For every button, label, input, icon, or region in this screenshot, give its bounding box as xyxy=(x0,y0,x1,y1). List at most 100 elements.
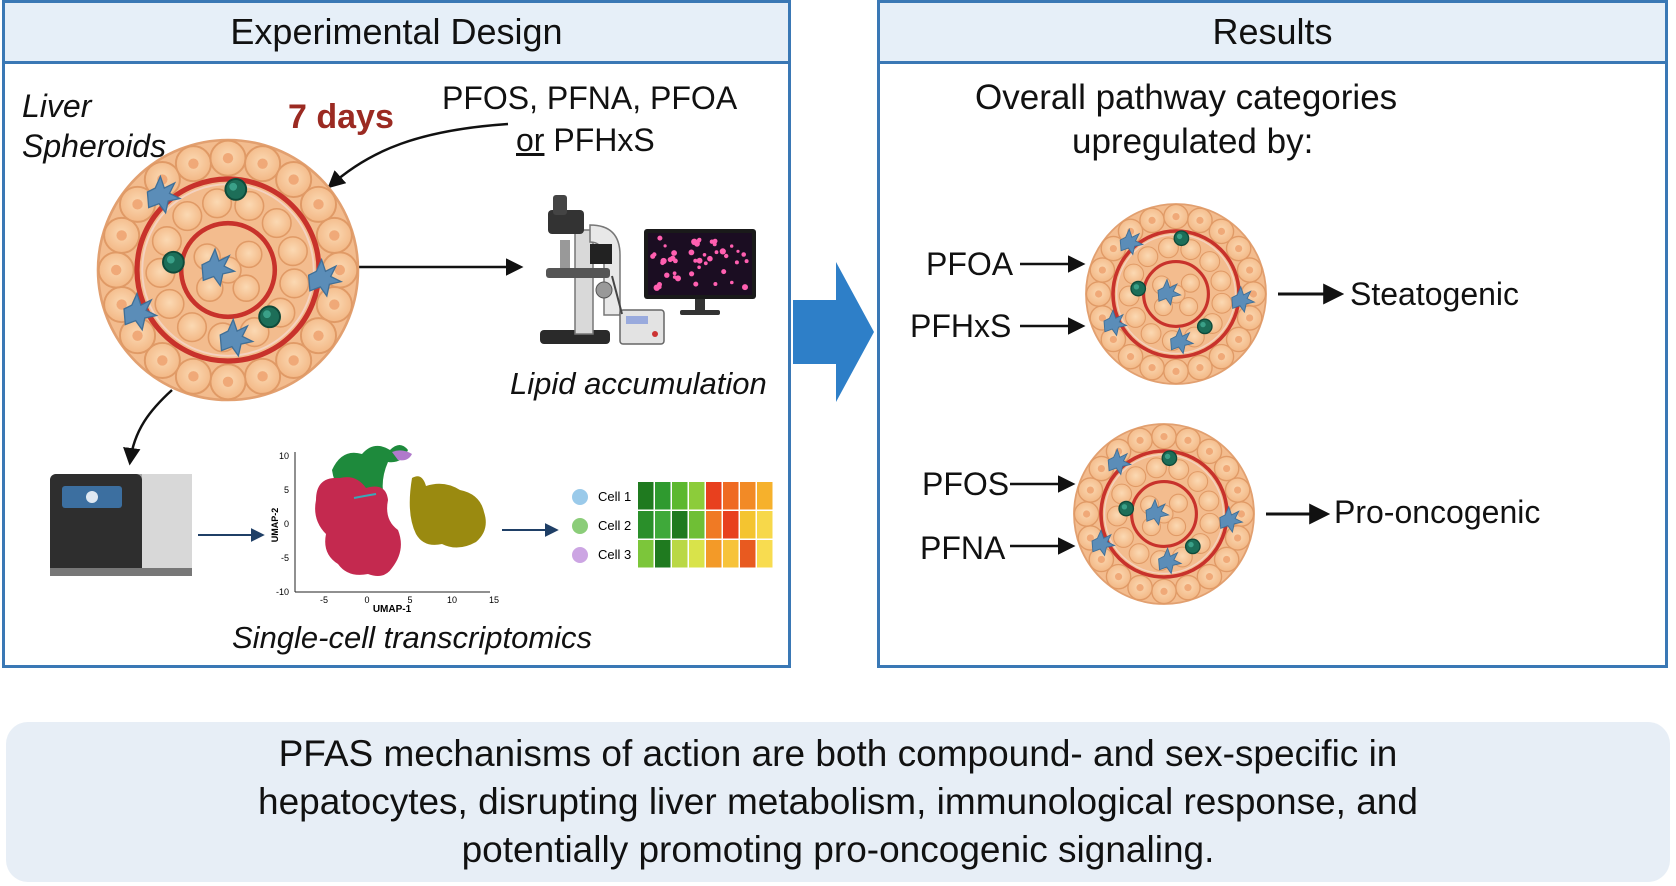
heatmap-row-label: Cell 1 xyxy=(598,489,631,504)
lipid-droplet xyxy=(660,260,665,266)
umap-xtick: 10 xyxy=(447,595,457,605)
heatmap-legend: Cell 1 Cell 2 Cell 3 xyxy=(572,489,631,563)
heatmap-cell xyxy=(723,540,739,568)
heatmap-cell xyxy=(706,511,722,539)
pathway-heading-line1: Overall pathway categories xyxy=(975,78,1398,117)
liver-label: Liver xyxy=(22,88,92,124)
monitor-icon xyxy=(644,229,756,315)
summary-line-3: potentially promoting pro-oncogenic sign… xyxy=(461,829,1215,870)
lipid-droplet xyxy=(675,275,681,282)
kupffer-cell xyxy=(1107,447,1133,476)
or-underlined: or xyxy=(516,122,545,158)
umap-xtick: -5 xyxy=(320,595,328,605)
compound-pfos: PFOS xyxy=(922,466,1010,502)
kupffer-cell xyxy=(1158,546,1183,575)
to-sequencer-arrow xyxy=(123,389,173,466)
lipid-droplet xyxy=(663,244,667,248)
kupffer-cell xyxy=(146,174,182,215)
lipid-droplet xyxy=(724,253,729,259)
lipid-droplet xyxy=(719,248,726,255)
kupffer-cell xyxy=(201,247,237,288)
lipid-droplet xyxy=(650,253,656,259)
umap-cluster-olive xyxy=(409,476,486,548)
heatmap-row-label: Cell 2 xyxy=(598,518,631,533)
umap-ytick: 0 xyxy=(284,519,289,529)
lipid-droplet xyxy=(670,255,676,261)
umap-ytick: -5 xyxy=(281,553,289,563)
umap-ytick: -10 xyxy=(276,587,289,597)
lipid-droplet xyxy=(702,253,707,257)
lipid-droplet xyxy=(671,250,677,256)
heatmap-grid xyxy=(638,482,773,568)
lipid-droplet xyxy=(714,250,719,255)
lipid-droplet xyxy=(657,285,662,289)
umap-cluster-purple xyxy=(392,450,412,461)
liver-spheroid-pro-oncogenic xyxy=(1073,423,1255,605)
lipid-droplet xyxy=(741,252,746,257)
heatmap-cell xyxy=(638,511,654,539)
kupffer-cell xyxy=(1219,505,1244,534)
lipid-droplet xyxy=(688,249,695,256)
lipid-droplet xyxy=(742,284,748,291)
heatmap-cell xyxy=(706,482,722,510)
compound-pfhxs: PFHxS xyxy=(910,308,1012,344)
umap-xtick: 15 xyxy=(489,595,499,605)
lipid-droplet xyxy=(713,282,718,286)
microscope-icon xyxy=(540,195,665,345)
heatmap-cell xyxy=(740,511,756,539)
lipid-droplet xyxy=(709,239,715,244)
umap-cluster-teal xyxy=(353,493,377,499)
kupffer-cell xyxy=(1145,498,1170,526)
kupffer-cell xyxy=(307,257,344,298)
outcome-pro-oncogenic: Pro-oncogenic xyxy=(1334,494,1541,530)
spheroids-label: Spheroids xyxy=(22,128,167,164)
lipid-droplet xyxy=(657,235,663,241)
heatmap-cell xyxy=(723,511,739,539)
lipid-droplet xyxy=(712,242,717,247)
lipid-droplet xyxy=(744,259,749,264)
lipid-accumulation-label: Lipid accumulation xyxy=(510,366,767,401)
lipid-droplet xyxy=(689,271,695,277)
kupffer-cell xyxy=(1170,326,1195,355)
liver-spheroid-main xyxy=(96,138,360,402)
heatmap-cell xyxy=(638,540,654,568)
kupffer-cell xyxy=(1103,308,1128,337)
pathway-heading-line2: upregulated by: xyxy=(1072,122,1314,161)
umap-cluster-red xyxy=(315,477,401,576)
lipid-droplet xyxy=(730,280,734,285)
heatmap-cell xyxy=(655,511,671,539)
lipid-droplet xyxy=(734,260,739,265)
lipid-droplet xyxy=(696,257,703,264)
summary-box: PFAS mechanisms of action are both compo… xyxy=(6,722,1670,882)
lipid-droplet xyxy=(707,255,713,262)
heatmap-cell xyxy=(757,482,773,510)
heatmap-cell xyxy=(672,540,688,568)
heatmap-cell xyxy=(689,540,705,568)
compounds-line2: or PFHxS xyxy=(516,122,655,159)
umap-ytick: 10 xyxy=(279,451,289,461)
umap-xtick: 5 xyxy=(407,595,412,605)
experimental-design-title: Experimental Design xyxy=(230,11,563,52)
lipid-droplet xyxy=(672,271,677,276)
pfhxs-text: PFHxS xyxy=(544,122,655,158)
liver-spheroid-steatogenic xyxy=(1085,203,1267,385)
lipid-droplet xyxy=(693,258,698,263)
compound-pfoa: PFOA xyxy=(926,246,1014,282)
umap-xtick: 0 xyxy=(364,595,369,605)
heatmap-cell xyxy=(655,482,671,510)
heatmap-cell xyxy=(655,540,671,568)
lipid-droplet xyxy=(693,281,699,287)
lipid-droplet xyxy=(721,269,727,275)
compounds-line1: PFOS, PFNA, PFOA xyxy=(442,80,738,116)
heatmap-cell xyxy=(757,511,773,539)
lipid-droplet xyxy=(736,249,740,253)
outcome-steatogenic: Steatogenic xyxy=(1350,276,1520,312)
heatmap-cell xyxy=(723,482,739,510)
heatmap-cell xyxy=(706,540,722,568)
heatmap-cell xyxy=(740,482,756,510)
heatmap-cell xyxy=(638,482,654,510)
kupffer-cell xyxy=(1231,285,1256,314)
lipid-droplet xyxy=(664,272,670,278)
kupffer-cell xyxy=(123,291,159,332)
kupffer-cell xyxy=(219,317,255,358)
